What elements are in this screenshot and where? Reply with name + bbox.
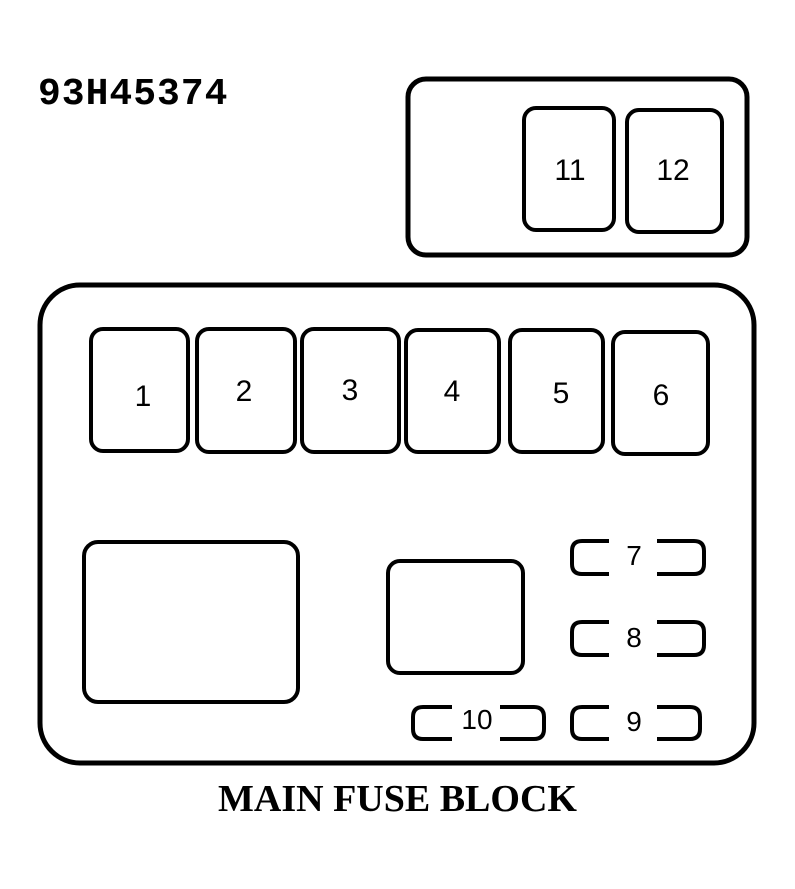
fuse-6-label: 6 bbox=[652, 379, 670, 412]
fuse-11-label: 11 bbox=[554, 154, 586, 187]
fuse-6-slot[interactable] bbox=[611, 330, 710, 456]
relay-small bbox=[386, 559, 525, 675]
fuse-7-label: 7 bbox=[626, 540, 642, 571]
fuse-4-slot[interactable] bbox=[404, 328, 501, 454]
fuse-12-label: 12 bbox=[656, 154, 690, 187]
fuse-10-label: 10 bbox=[461, 704, 493, 735]
fuse-9-label: 9 bbox=[626, 706, 642, 737]
fuse-9-slot[interactable] bbox=[570, 705, 702, 741]
fuse-8-slot[interactable] bbox=[570, 620, 706, 657]
main-fuse-block bbox=[37, 282, 757, 766]
fuse-5-slot[interactable] bbox=[508, 328, 605, 454]
fuse-3-label: 3 bbox=[341, 374, 359, 407]
fuse-2-slot[interactable] bbox=[195, 327, 297, 454]
fuse-1-label: 1 bbox=[134, 380, 152, 413]
fuse-4-label: 4 bbox=[443, 375, 461, 408]
fuse-10-slot[interactable] bbox=[411, 705, 546, 741]
upper-fuse-block bbox=[405, 76, 750, 258]
fuse-8-label: 8 bbox=[626, 622, 642, 653]
fuse-11-slot[interactable] bbox=[522, 106, 616, 232]
relay-large bbox=[82, 540, 300, 704]
fuse-1-slot[interactable] bbox=[89, 327, 190, 453]
fuse-12-slot[interactable] bbox=[625, 108, 724, 234]
reference-code: 93H45374 bbox=[38, 73, 229, 116]
fuse-2-label: 2 bbox=[235, 375, 253, 408]
diagram-caption: MAIN FUSE BLOCK bbox=[218, 778, 577, 820]
fuse-7-slot[interactable] bbox=[570, 539, 706, 576]
fuse-3-slot[interactable] bbox=[300, 327, 401, 454]
fuse-5-label: 5 bbox=[552, 377, 570, 410]
